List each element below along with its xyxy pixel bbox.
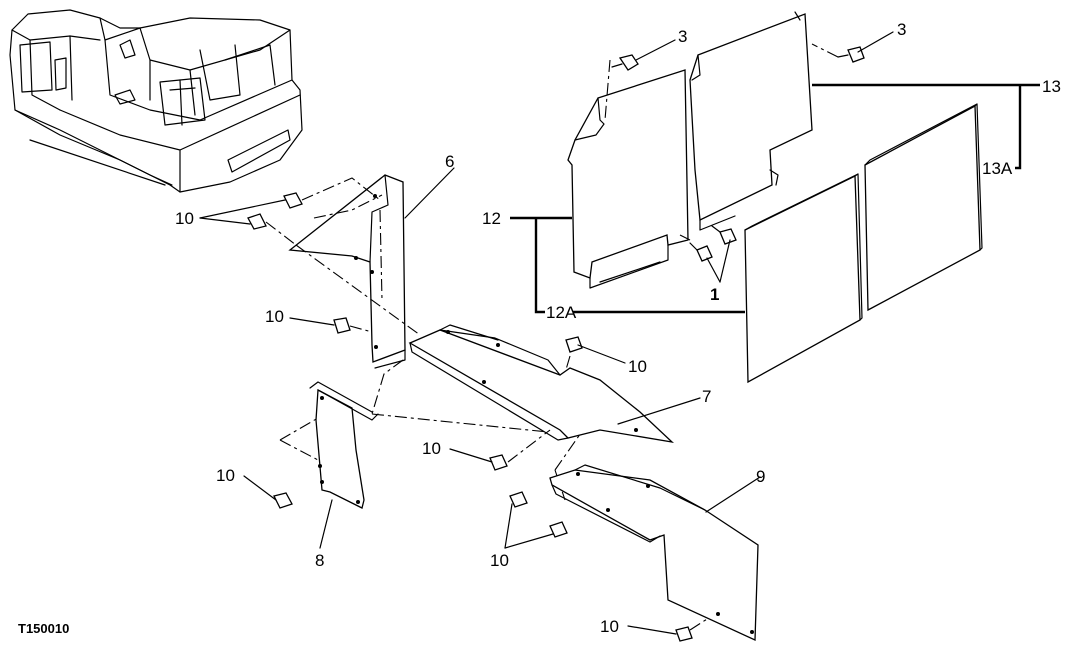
bracket-12: [510, 216, 745, 314]
bracket-13: [812, 83, 1040, 170]
excavator-thumbnail: [9, 9, 303, 193]
leaders-upper-right: [635, 31, 894, 283]
callout-13a: 13A: [982, 159, 1013, 178]
callout-6: 6: [445, 152, 454, 171]
callout-12: 12: [482, 209, 501, 228]
bolt-1-pair: [689, 225, 737, 262]
callout-3-right: 3: [897, 20, 906, 39]
callout-10-center: 10: [628, 357, 647, 376]
callout-10-upper: 10: [175, 209, 194, 228]
bolt-3-right: [837, 46, 865, 63]
bracket-6: [288, 174, 406, 369]
callout-1: 1: [710, 285, 719, 304]
cover-panel-13: [689, 11, 813, 231]
callout-10-mid: 10: [265, 307, 284, 326]
leaders-left: [199, 167, 761, 635]
bracket-9: [549, 464, 759, 641]
callout-7: 7: [702, 387, 711, 406]
bolt-3-left: [611, 54, 639, 71]
callout-10-right: 10: [422, 439, 441, 458]
insulation-pad-13a: [864, 103, 983, 312]
callout-13: 13: [1042, 77, 1061, 96]
assembly-lines-upper: [604, 43, 839, 241]
bracket-7: [408, 324, 675, 443]
callout-10-left: 10: [216, 466, 235, 485]
callout-10-bottom-left: 10: [490, 551, 509, 570]
cover-panel-12: [567, 69, 689, 289]
callout-9: 9: [756, 467, 765, 486]
figure-id: T150010: [18, 621, 69, 636]
bolts-10-bracket-9: [509, 491, 693, 642]
bolts-10-upper: [247, 192, 351, 334]
callout-12a: 12A: [546, 303, 577, 322]
bracket-8: [309, 381, 379, 509]
callout-8: 8: [315, 551, 324, 570]
callout-10-bottom: 10: [600, 617, 619, 636]
bolts-10-center: [489, 336, 583, 471]
bolt-10-left: [273, 492, 293, 509]
callout-3-left: 3: [678, 27, 687, 46]
insulation-pad-12a: [744, 173, 863, 384]
